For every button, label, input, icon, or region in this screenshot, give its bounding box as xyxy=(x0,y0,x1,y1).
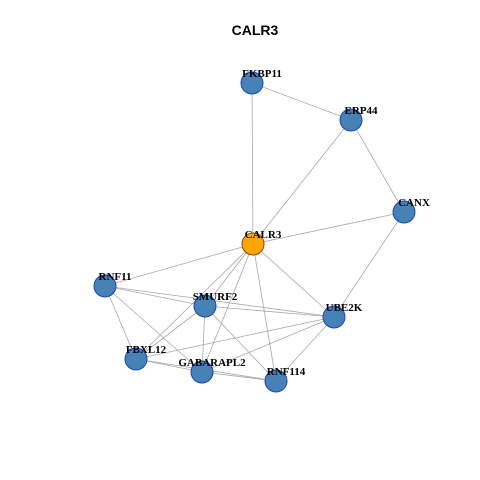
node-label-gabarapl2: GABARAPL2 xyxy=(178,357,246,369)
node-gabarapl2[interactable]: GABARAPL2 xyxy=(178,357,246,384)
node-circle-canx[interactable] xyxy=(392,200,416,224)
edge-gabarapl2-rnf114 xyxy=(201,371,277,382)
node-rnf114[interactable]: RNF114 xyxy=(264,366,306,393)
node-circle-fbxl12[interactable] xyxy=(124,347,148,371)
node-fkbp11[interactable]: FKBP11 xyxy=(240,68,282,95)
edge-ube2k-gabarapl2 xyxy=(201,316,335,373)
node-label-erp44: ERP44 xyxy=(345,105,379,117)
node-circle-smurf2[interactable] xyxy=(193,294,217,318)
node-circle-ube2k[interactable] xyxy=(322,305,346,329)
node-circle-fkbp11[interactable] xyxy=(240,71,264,95)
edge-rnf11-smurf2 xyxy=(104,285,206,307)
node-circle-calr3[interactable] xyxy=(241,232,265,256)
node-calr3[interactable]: CALR3 xyxy=(241,229,282,256)
edge-erp44-calr3 xyxy=(252,119,352,245)
node-smurf2[interactable]: SMURF2 xyxy=(193,291,238,318)
edge-canx-calr3 xyxy=(252,211,405,245)
node-label-fbxl12: FBXL12 xyxy=(126,344,167,356)
edge-fkbp11-erp44 xyxy=(251,82,352,121)
edge-calr3-smurf2 xyxy=(204,243,254,307)
edge-smurf2-fbxl12 xyxy=(135,305,206,360)
graph-title: CALR3 xyxy=(232,22,279,38)
edge-fkbp11-calr3 xyxy=(251,82,254,245)
edge-rnf11-ube2k xyxy=(104,285,335,318)
edge-smurf2-ube2k xyxy=(204,305,335,318)
node-label-calr3: CALR3 xyxy=(245,229,282,241)
node-rnf11[interactable]: RNF11 xyxy=(93,271,132,298)
node-ube2k[interactable]: UBE2K xyxy=(322,302,363,329)
node-label-rnf11: RNF11 xyxy=(99,271,132,283)
edge-erp44-canx xyxy=(350,119,405,213)
edge-calr3-ube2k xyxy=(252,243,335,318)
edge-rnf11-fbxl12 xyxy=(104,285,137,360)
edge-calr3-rnf11 xyxy=(104,243,254,287)
node-circle-rnf114[interactable] xyxy=(264,369,288,393)
node-label-canx: CANX xyxy=(398,197,430,209)
edge-rnf11-gabarapl2 xyxy=(104,285,203,373)
node-label-rnf114: RNF114 xyxy=(267,366,306,378)
edge-smurf2-rnf114 xyxy=(204,305,277,382)
node-circle-erp44[interactable] xyxy=(339,108,363,132)
node-circle-rnf11[interactable] xyxy=(93,274,117,298)
node-label-fkbp11: FKBP11 xyxy=(242,68,282,80)
node-label-ube2k: UBE2K xyxy=(326,302,363,314)
node-canx[interactable]: CANX xyxy=(392,197,430,224)
node-fbxl12[interactable]: FBXL12 xyxy=(124,344,167,371)
edge-ube2k-fbxl12 xyxy=(135,316,335,360)
node-label-smurf2: SMURF2 xyxy=(193,291,238,303)
edge-ube2k-rnf114 xyxy=(275,316,335,382)
edge-calr3-rnf114 xyxy=(252,243,277,382)
node-erp44[interactable]: ERP44 xyxy=(339,105,379,132)
edge-canx-ube2k xyxy=(333,211,405,318)
node-circle-gabarapl2[interactable] xyxy=(190,360,214,384)
